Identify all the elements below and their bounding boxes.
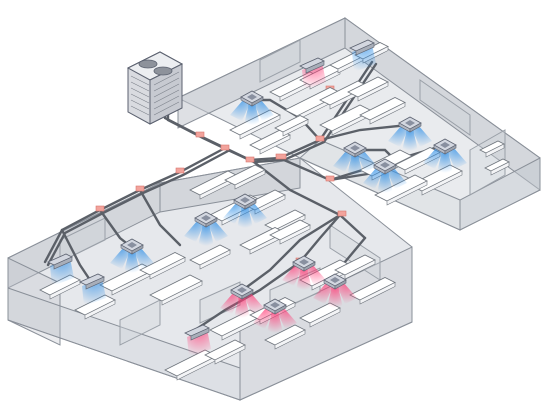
cooling-wall-unit [47, 253, 74, 286]
cooling-indoor-unit [230, 90, 274, 125]
cooling-indoor-unit [388, 116, 432, 151]
heating-indoor-unit [313, 273, 357, 308]
outdoor-condensing-unit [126, 51, 184, 125]
desk-edge [309, 307, 341, 328]
desk-edge [386, 180, 428, 206]
desk-edge [234, 169, 266, 190]
desk-edge [274, 329, 306, 350]
desk-edge [344, 259, 376, 280]
cooling-wall-unit [79, 273, 106, 306]
desk-edge [84, 299, 116, 320]
heating-indoor-unit [282, 255, 326, 290]
cooling-indoor-unit [110, 238, 154, 273]
cooling-indoor-unit [333, 141, 377, 176]
desk-edge [199, 249, 231, 270]
desk-edge [282, 119, 309, 137]
heating-wall-unit [184, 324, 211, 357]
desk-edge [421, 170, 463, 196]
desk-edge [149, 257, 186, 280]
desk-edge [214, 344, 246, 365]
cooling-indoor-unit [184, 211, 228, 246]
heating-indoor-unit [220, 283, 264, 318]
indoor-units [47, 39, 467, 357]
desk-edge [357, 81, 389, 102]
desk-edge [49, 279, 81, 300]
desk-edge [369, 102, 406, 125]
desk-edge [161, 280, 203, 306]
desk-edge [359, 282, 396, 305]
heating-indoor-unit [253, 298, 297, 333]
cooling-indoor-unit [423, 138, 467, 173]
desk-edge [279, 224, 311, 245]
cooling-wall-unit [349, 39, 376, 72]
desk-edge [485, 143, 505, 158]
desk-edge [490, 161, 510, 176]
desk-edge [259, 134, 291, 155]
cooling-indoor-unit [223, 193, 267, 228]
heating-wall-unit [299, 57, 326, 90]
desk-edge [239, 114, 281, 140]
cooling-indoor-unit [363, 158, 407, 193]
